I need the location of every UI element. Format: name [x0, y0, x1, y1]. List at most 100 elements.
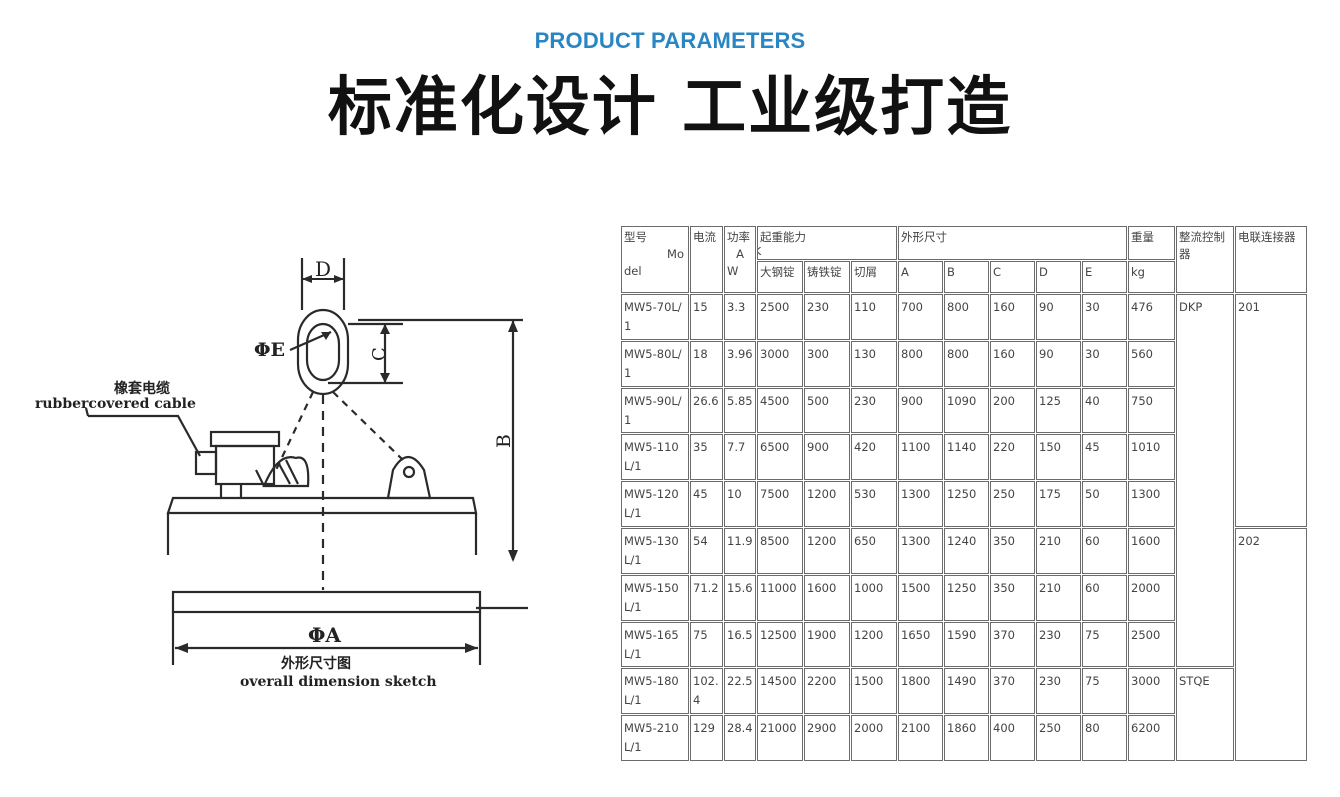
header-lift-iron: 铸铁锭: [804, 261, 850, 293]
table-cell-e: 30: [1082, 340, 1127, 387]
table-cell-d: 150: [1036, 434, 1081, 481]
table-cell-iron: 500: [804, 387, 850, 434]
table-cell-d: 230: [1036, 668, 1081, 715]
table-cell-weight: 6200: [1128, 715, 1175, 761]
table-cell-weight: 3000: [1128, 668, 1175, 715]
table-cell-e: 45: [1082, 434, 1127, 481]
table-cell-weight: 1600: [1128, 527, 1175, 574]
parameter-table: 型号 Mo del 电流 功率 A W 起重能力K 外形尺寸 重量 整流控制器 …: [621, 226, 1308, 762]
table-cell-a: 1300: [898, 481, 943, 527]
table-cell-current: 18: [690, 340, 723, 387]
eyebrow-title: PRODUCT PARAMETERS: [534, 28, 806, 53]
table-cell-power: 11.9: [724, 527, 756, 574]
table-cell-current: 26.6: [690, 387, 723, 434]
cable-label-en: rubbercovered cable: [35, 396, 196, 412]
table-cell-iron: 2200: [804, 668, 850, 715]
label-c: C: [369, 347, 390, 361]
table-cell-model: MW5-110L/1: [621, 434, 689, 481]
table-cell-model: MW5-70L/1: [621, 294, 689, 340]
table-cell-e: 60: [1082, 527, 1127, 574]
connector-group-202: 202: [1235, 527, 1307, 761]
table-cell-a: 800: [898, 340, 943, 387]
table-cell-current: 75: [690, 621, 723, 668]
table-cell-d: 210: [1036, 574, 1081, 621]
table-cell-e: 40: [1082, 387, 1127, 434]
label-phi-a: ΦA: [308, 623, 341, 647]
table-cell-c: 350: [990, 574, 1035, 621]
table-cell-weight: 560: [1128, 340, 1175, 387]
table-cell-scrap: 2000: [851, 715, 897, 761]
table-cell-e: 60: [1082, 574, 1127, 621]
table-cell-current: 102.4: [690, 668, 723, 715]
sketch-caption-en: overall dimension sketch: [240, 674, 437, 690]
dimension-sketch: D ΦE C B ΦA 橡套电缆 rubbercovered cable 外形尺…: [28, 240, 568, 710]
table-cell-iron: 230: [804, 294, 850, 340]
header-rectifier: 整流控制器: [1176, 226, 1234, 293]
table-cell-iron: 1900: [804, 621, 850, 668]
table-cell-b: 800: [944, 294, 989, 340]
table-cell-scrap: 420: [851, 434, 897, 481]
label-phi-e: ΦE: [254, 339, 285, 361]
table-cell-b: 800: [944, 340, 989, 387]
table-cell-steel: 7500: [757, 481, 803, 527]
table-cell-iron: 1200: [804, 527, 850, 574]
table-cell-c: 350: [990, 527, 1035, 574]
page-title: 标准化设计 工业级打造: [327, 71, 1013, 145]
header-lift-scrap: 切屑: [851, 261, 897, 293]
table-cell-power: 10: [724, 481, 756, 527]
header-connector: 电联连接器: [1235, 226, 1307, 293]
table-cell-c: 160: [990, 340, 1035, 387]
table-cell-e: 75: [1082, 621, 1127, 668]
table-cell-a: 900: [898, 387, 943, 434]
table-cell-e: 30: [1082, 294, 1127, 340]
table-cell-current: 54: [690, 527, 723, 574]
header-current: 电流: [690, 226, 723, 293]
table-cell-steel: 12500: [757, 621, 803, 668]
table-cell-b: 1490: [944, 668, 989, 715]
table-cell-weight: 476: [1128, 294, 1175, 340]
table-cell-power: 28.4: [724, 715, 756, 761]
table-cell-steel: 14500: [757, 668, 803, 715]
table-cell-b: 1590: [944, 621, 989, 668]
table-cell-iron: 300: [804, 340, 850, 387]
table-cell-current: 15: [690, 294, 723, 340]
table-cell-scrap: 530: [851, 481, 897, 527]
table-cell-c: 400: [990, 715, 1035, 761]
header-dim-c: C: [990, 261, 1035, 293]
table-cell-iron: 900: [804, 434, 850, 481]
table-cell-power: 3.96: [724, 340, 756, 387]
dimension-sketch-drawing: D ΦE C B ΦA 橡套电缆 rubbercovered cable 外形尺…: [35, 257, 528, 690]
header-dim-b: B: [944, 261, 989, 293]
header-lift-steel: 大钢锭: [757, 261, 803, 293]
header-lift: 起重能力K: [757, 226, 897, 260]
table-cell-d: 90: [1036, 340, 1081, 387]
table-cell-current: 45: [690, 481, 723, 527]
table-cell-model: MW5-90L/1: [621, 387, 689, 434]
table-cell-model: MW5-180L/1: [621, 668, 689, 715]
table-cell-model: MW5-130L/1: [621, 527, 689, 574]
table-cell-power: 7.7: [724, 434, 756, 481]
table-cell-scrap: 1200: [851, 621, 897, 668]
table-cell-a: 1300: [898, 527, 943, 574]
table-cell-weight: 750: [1128, 387, 1175, 434]
table-cell-c: 250: [990, 481, 1035, 527]
table-cell-iron: 1600: [804, 574, 850, 621]
rectifier-group-stqe: STQE: [1176, 668, 1234, 761]
table-cell-power: 5.85: [724, 387, 756, 434]
table-cell-steel: 3000: [757, 340, 803, 387]
table-cell-power: 3.3: [724, 294, 756, 340]
table-cell-e: 50: [1082, 481, 1127, 527]
table-cell-iron: 1200: [804, 481, 850, 527]
table-cell-c: 370: [990, 621, 1035, 668]
table-cell-b: 1860: [944, 715, 989, 761]
table-cell-e: 80: [1082, 715, 1127, 761]
rectifier-group-dkp: DKP: [1176, 294, 1234, 668]
label-d: D: [315, 257, 331, 281]
header-weight-unit: kg: [1128, 261, 1175, 293]
table-cell-scrap: 110: [851, 294, 897, 340]
table-cell-a: 1500: [898, 574, 943, 621]
table-cell-steel: 11000: [757, 574, 803, 621]
header-dims: 外形尺寸: [898, 226, 1127, 260]
table-cell-a: 1800: [898, 668, 943, 715]
sketch-caption-cn: 外形尺寸图: [281, 655, 351, 672]
